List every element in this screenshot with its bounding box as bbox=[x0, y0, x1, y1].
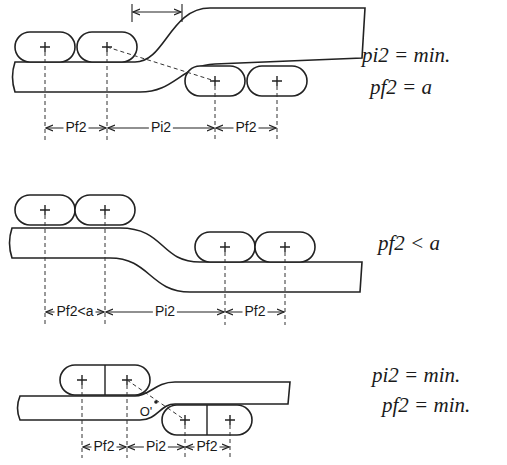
dimension-label: Pf2 bbox=[63, 120, 88, 135]
dimension-label: Pf2 bbox=[233, 120, 258, 135]
dimension-label: Pi2 bbox=[153, 304, 177, 319]
point-label: O' bbox=[140, 405, 153, 419]
dimension-label: Pi2 bbox=[144, 439, 168, 454]
equation: pi2 = min. bbox=[362, 44, 450, 67]
dimension-label: Pf2 bbox=[91, 439, 116, 454]
dimension-label: Pf2 bbox=[194, 439, 219, 454]
dimension-label: Pi2 bbox=[149, 120, 173, 135]
equation: pi2 = min. bbox=[372, 364, 460, 387]
equation: pf2 = min. bbox=[382, 394, 470, 417]
equation: pf2 = a bbox=[370, 76, 432, 99]
dimension-label: Pf2<a bbox=[55, 304, 96, 319]
equation: pf2 < a bbox=[378, 232, 440, 255]
dimension-label: Pf2 bbox=[242, 304, 267, 319]
